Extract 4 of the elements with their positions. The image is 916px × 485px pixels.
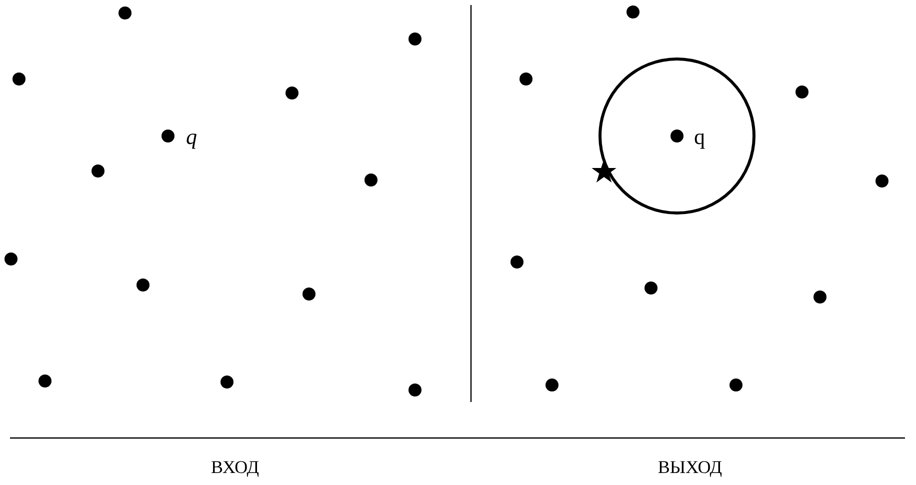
point-label: q [186,126,197,148]
panel-caption: ВХОД [210,458,260,476]
point-label: q [694,126,705,148]
panel-caption: ВЫХОД [658,458,722,476]
